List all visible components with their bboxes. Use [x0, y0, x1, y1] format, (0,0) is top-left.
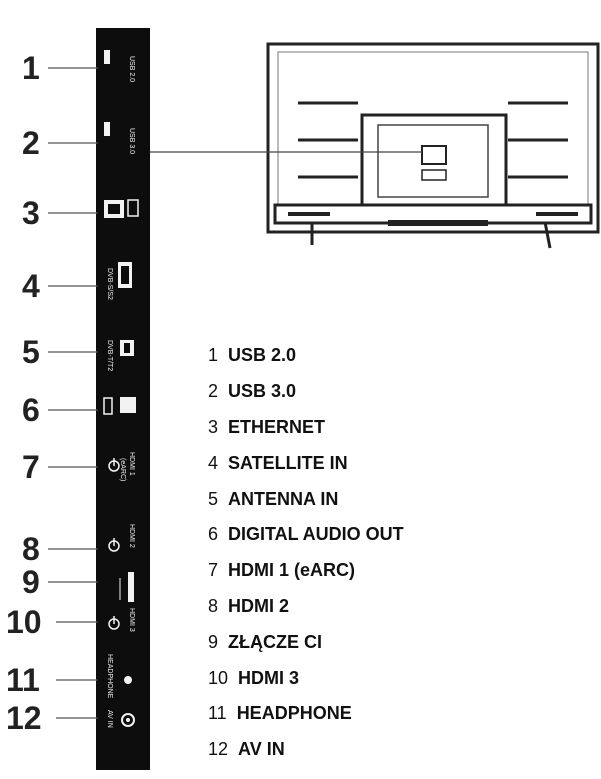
callout-4: 4 [22, 268, 40, 304]
legend-item-ethernet: 3 ETHERNET [208, 410, 588, 446]
callout-9: 9 [22, 564, 40, 600]
av-in-port: AV IN [106, 710, 135, 728]
legend-num: 8 [208, 595, 219, 616]
legend-num: 2 [208, 381, 219, 402]
legend-item-ci-slot: 9 ZŁĄCZE CI [208, 624, 588, 660]
tv-vent-slots [298, 101, 568, 179]
legend-item-hdmi1: 7 HDMI 1 (eARC) [208, 553, 588, 589]
callout-5: 5 [22, 334, 40, 370]
hdmi1-port: HDMI 1 (eARC) [108, 452, 135, 481]
legend-item-digital-audio: 6 DIGITAL AUDIO OUT [208, 517, 588, 553]
callout-10: 10 [6, 604, 42, 640]
callout-12: 12 [6, 700, 42, 736]
panel-label-hdmi1-sub: (eARC) [119, 458, 126, 481]
legend-item-av-in: 12 AV IN [208, 732, 588, 768]
legend-label: DIGITAL AUDIO OUT [228, 524, 404, 545]
legend-item-usb2: 1 USB 2.0 [208, 338, 588, 374]
legend-num: 1 [208, 345, 219, 366]
legend-label: ZŁĄCZE CI [228, 631, 323, 652]
legend-label: ANTENNA IN [228, 488, 339, 509]
panel-label-hdmi1: HDMI 1 [128, 452, 135, 476]
legend-item-hdmi2: 8 HDMI 2 [208, 589, 588, 625]
side-connector-panel: USB 2.0 USB 3.0 DVB-S/S2 DVB-T/T2 [96, 28, 150, 770]
panel-label-usb2: USB 2.0 [128, 56, 135, 82]
callout-3: 3 [22, 195, 40, 231]
panel-label-ant: DVB-T/T2 [106, 340, 113, 371]
legend-num: 11 [208, 703, 227, 724]
legend-label: HDMI 1 (eARC) [228, 560, 356, 581]
callout-2: 2 [22, 125, 40, 161]
legend-label: HDMI 2 [228, 595, 290, 616]
legend-num: 6 [208, 524, 219, 545]
panel-label-avin: AV IN [106, 710, 113, 728]
panel-label-sat: DVB-S/S2 [106, 268, 113, 300]
legend-label: ETHERNET [228, 416, 326, 437]
callout-6: 6 [22, 392, 40, 428]
usb2-port: USB 2.0 [104, 50, 135, 82]
legend-num: 12 [208, 739, 229, 760]
legend-num: 4 [208, 452, 219, 473]
panel-label-usb3: USB 3.0 [128, 128, 135, 154]
legend-item-hdmi3: 10 HDMI 3 [208, 660, 588, 696]
tv-stand-feet [310, 221, 552, 249]
tv-connector-block [421, 145, 447, 165]
callout-7: 7 [22, 449, 40, 485]
legend-item-headphone: 11 HEADPHONE [208, 696, 588, 732]
hdmi3-port: HDMI 3 [108, 608, 135, 632]
panel-label-headphone: HEADPHONE [106, 654, 113, 699]
legend-label: SATELLITE IN [228, 452, 348, 473]
legend-item-antenna: 5 ANTENNA IN [208, 481, 588, 517]
callout-8: 8 [22, 531, 40, 567]
usb3-port: USB 3.0 [104, 122, 135, 154]
legend-label: AV IN [238, 739, 285, 760]
legend-item-usb3: 2 USB 3.0 [208, 374, 588, 410]
callout-11: 11 [6, 662, 40, 698]
panel-label-hdmi2: HDMI 2 [128, 524, 135, 548]
antenna-port: DVB-T/T2 [106, 340, 134, 371]
legend-label: HEADPHONE [236, 703, 352, 724]
callout-leader-lines [48, 67, 98, 719]
legend-num: 10 [208, 667, 229, 688]
legend-num: 3 [208, 416, 219, 437]
legend-label: USB 2.0 [228, 345, 297, 366]
panel-label-hdmi3: HDMI 3 [128, 608, 135, 632]
hdmi2-port: HDMI 2 [108, 524, 135, 552]
headphone-port: HEADPHONE [106, 654, 132, 699]
satellite-port: DVB-S/S2 [106, 262, 132, 300]
ethernet-port [104, 199, 139, 218]
ci-slot [119, 572, 134, 602]
legend-num: 9 [208, 631, 219, 652]
legend-num: 5 [208, 488, 219, 509]
tv-back-illustration [266, 42, 600, 249]
legend-label: USB 3.0 [228, 381, 297, 402]
optical-port [103, 397, 136, 415]
legend-item-satellite: 4 SATELLITE IN [208, 445, 588, 481]
port-legend: 1 USB 2.0 2 USB 3.0 3 ETHERNET 4 SATELLITE I… [208, 338, 588, 768]
callout-1: 1 [22, 50, 40, 86]
legend-label: HDMI 3 [238, 667, 300, 688]
legend-num: 7 [208, 560, 219, 581]
